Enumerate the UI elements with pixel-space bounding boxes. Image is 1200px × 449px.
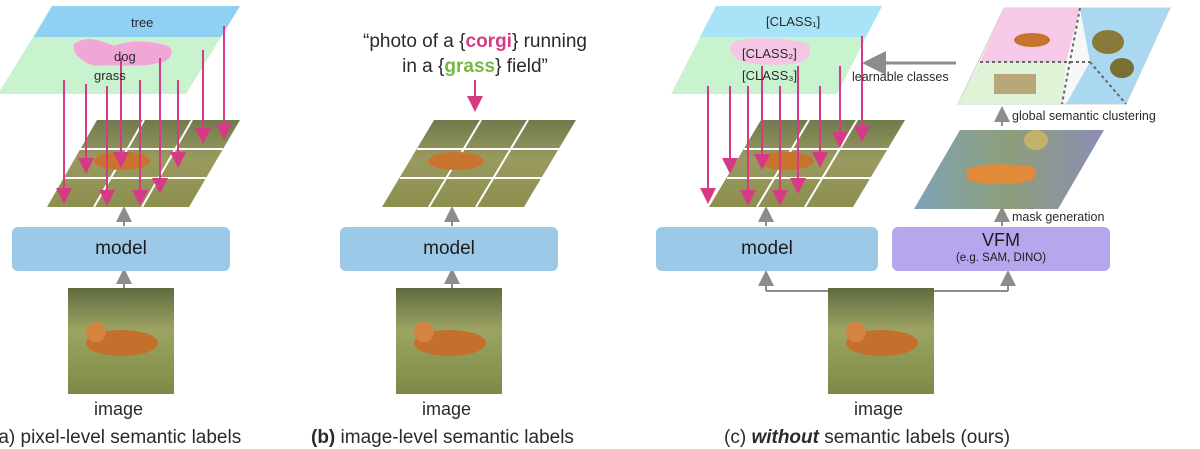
class-label-1: [CLASS₁] (766, 14, 821, 29)
caption-a: (a) pixel-level semantic labels (0, 427, 242, 448)
vfm-title: VFM (982, 230, 1020, 250)
model-label-c: model (741, 238, 793, 259)
caption-emphasis: without (751, 427, 819, 448)
dog-in-grid (428, 152, 484, 170)
mask-tree (1024, 130, 1048, 150)
prompt-word-corgi: corgi (465, 31, 512, 52)
model-box-c: model (656, 227, 878, 271)
panel-a (0, 6, 240, 394)
cluster-grass-thumb (994, 74, 1036, 94)
grid-line (475, 119, 529, 208)
class-label-2: [CLASS₂] (742, 46, 797, 61)
cluster-tree-thumb (1092, 30, 1124, 54)
cluster-blue (1066, 8, 1170, 104)
cluster-divider (1061, 7, 1081, 105)
grid-line (141, 119, 193, 208)
dog-region (73, 39, 172, 66)
label-dog: dog (114, 49, 136, 64)
model-box-a: model (12, 227, 230, 271)
mask-dog (966, 164, 1037, 185)
image-label-c: image (854, 399, 904, 419)
model-label-b: model (423, 238, 475, 259)
vfm-subtitle: (e.g. SAM, DINO) (955, 252, 1047, 264)
image-label-b: image (422, 399, 472, 419)
label-grass: grass (94, 68, 126, 83)
global-clustering-label: global semantic clustering (1012, 109, 1156, 123)
cluster-tree-thumb (1110, 58, 1134, 78)
grid-line (804, 119, 858, 208)
prompt-word-grass: grass (444, 56, 496, 77)
text-prompt: “photo of a {corgi} running in a {grass}… (363, 31, 587, 77)
model-label-a: model (95, 238, 147, 259)
dog-in-grid (758, 152, 814, 170)
mask-generation-label: mask generation (1012, 210, 1105, 224)
image-label-a: image (94, 399, 144, 419)
panel-b (382, 80, 576, 394)
caption-c: (c) without semantic labels (ours) (724, 427, 1011, 448)
cluster-dog-thumb (1014, 33, 1050, 47)
label-tree: tree (131, 15, 154, 30)
class-plane-top (700, 6, 882, 37)
caption-b: (b) image-level semantic labels (311, 427, 574, 448)
class-label-arrows (700, 36, 870, 206)
class-dog-region (730, 38, 810, 65)
label-plane-sky (34, 6, 240, 37)
panel-c (671, 6, 1171, 394)
vfm-box: VFM (e.g. SAM, DINO) (892, 227, 1110, 271)
pixel-label-arrows (56, 26, 232, 206)
model-box-b: model (340, 227, 558, 271)
class-label-3: [CLASS₃] (742, 68, 798, 83)
learnable-classes-label: learnable classes (852, 70, 949, 84)
